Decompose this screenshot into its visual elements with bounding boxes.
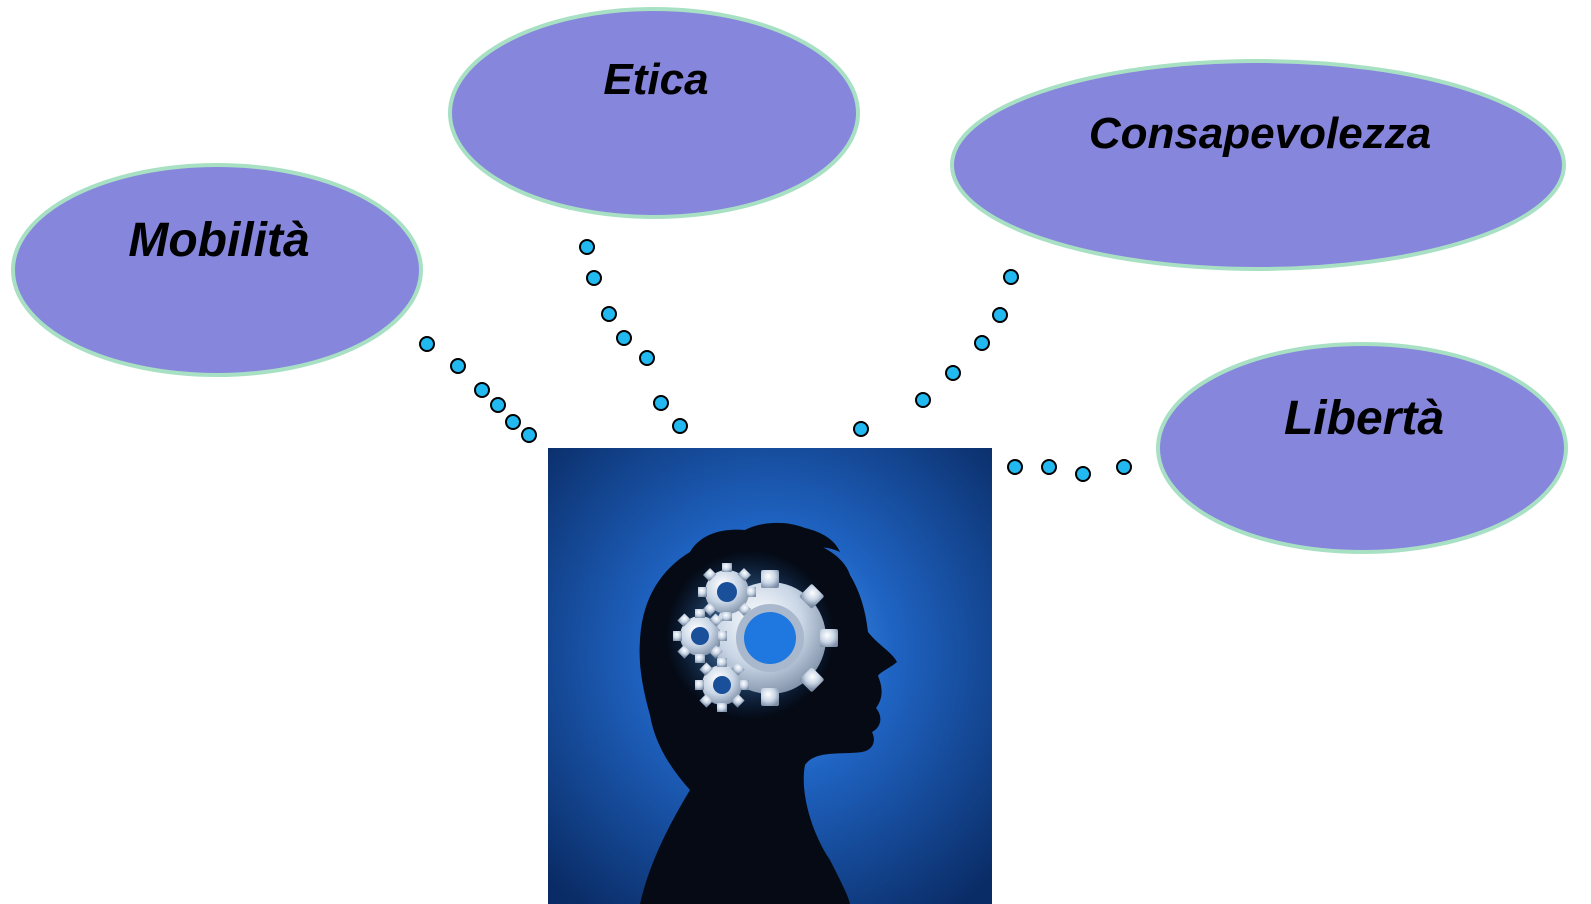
connector-dot [1007,459,1023,475]
hair [690,522,840,560]
connector-mobilita [419,336,537,443]
connector-dot [639,350,655,366]
connector-dot [419,336,435,352]
connector-dot [586,270,602,286]
connector-dot [653,395,669,411]
left-gear [673,609,727,663]
connector-dot [1041,459,1057,475]
connector-dot [490,397,506,413]
bubble-liberta-shape [1156,342,1568,554]
bubble-consapevolezza-label: Consapevolezza [1089,109,1431,158]
bubble-etica-shape [448,7,860,219]
connector-dot [579,239,595,255]
bottom-gear [695,658,749,712]
connector-dot [1003,269,1019,285]
connector-dot [450,358,466,374]
connector-dot [945,365,961,381]
connector-liberta [1007,459,1132,482]
connector-dot [1075,466,1091,482]
bubble-consapevolezza: Consapevolezza [950,59,1566,271]
head-with-gears-icon [548,448,992,904]
connector-dot [974,335,990,351]
connector-dot [521,427,537,443]
connector-dot [1116,459,1132,475]
connector-dot [474,382,490,398]
connector-dot [672,418,688,434]
connector-dot [616,330,632,346]
bubble-mobilita-label: Mobilità [128,214,309,267]
bubble-etica: Etica [448,7,860,219]
connector-consapevolezza [853,269,1019,437]
bubble-mobilita: Mobilità [11,163,423,377]
connector-dot [992,307,1008,323]
connector-dot [505,414,521,430]
bubble-etica-label: Etica [603,55,708,104]
connector-etica [579,239,688,434]
bubble-consapevolezza-shape [950,59,1566,271]
bubble-mobilita-shape [11,163,423,377]
connector-dot [915,392,931,408]
bubble-liberta-label: Libertà [1284,392,1444,445]
connector-dot [853,421,869,437]
top-gear [698,563,756,621]
bubble-liberta: Libertà [1156,342,1568,554]
connector-dot [601,306,617,322]
